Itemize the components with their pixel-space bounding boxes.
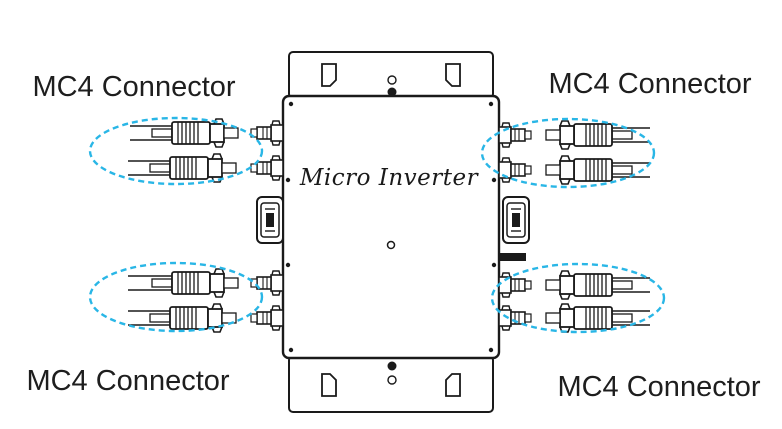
- bottom-mounting-bracket: [288, 355, 494, 413]
- label-top-right: MC4 Connector: [548, 68, 751, 100]
- highlight-ellipse-bottom-right: [490, 262, 666, 334]
- label-bottom-right: MC4 Connector: [557, 371, 760, 403]
- device-title: Micro Inverter: [299, 165, 480, 191]
- highlight-ellipse-bottom-left: [88, 261, 264, 333]
- mc4-connector-pair-bottom-left: [128, 268, 239, 333]
- highlight-ellipse-top-right: [480, 117, 656, 189]
- right-ac-port: [500, 196, 530, 261]
- label-bottom-left: MC4 Connector: [26, 365, 229, 397]
- inverter-body: [281, 94, 501, 360]
- left-ac-port: [256, 196, 284, 244]
- mc4-connector-pair-top-right: [545, 120, 650, 185]
- label-top-left: MC4 Connector: [32, 71, 235, 103]
- mc4-connector-pair-top-left: [128, 118, 239, 183]
- top-mounting-bracket: [288, 51, 494, 99]
- highlight-ellipse-top-left: [88, 116, 264, 186]
